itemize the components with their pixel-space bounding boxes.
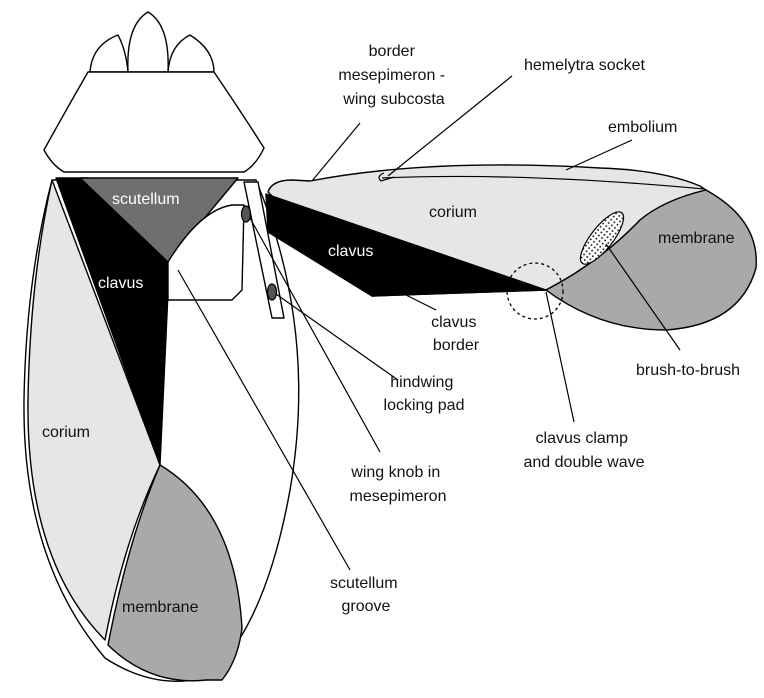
- insect-body: [24, 12, 299, 681]
- label-wing-corium: corium: [429, 204, 477, 221]
- callout-clavus-clamp: clavus clamp and double wave: [524, 430, 645, 471]
- label-body-scutellum: scutellum: [112, 191, 180, 208]
- leader-border-mesepimeron: [312, 123, 360, 181]
- pronotum: [44, 72, 264, 172]
- head-left-eye: [90, 35, 128, 72]
- callout-hindwing-locking-pad: hindwing locking pad: [384, 374, 465, 414]
- callout-wing-knob: wing knob in mesepimeron: [350, 464, 447, 505]
- label-wing-clavus: clavus: [328, 243, 373, 260]
- label-body-corium: corium: [42, 424, 90, 441]
- callout-hemelytra-socket: hemelytra socket: [524, 57, 645, 74]
- label-wing-membrane: membrane: [658, 230, 735, 247]
- callout-border-mesepimeron: border mesepimeron - wing subcosta: [338, 43, 449, 108]
- leader-clavus-clamp: [546, 292, 574, 422]
- head-center: [128, 12, 168, 72]
- callout-scutellum-groove: scutellum groove: [330, 575, 402, 615]
- wing-knob: [242, 206, 251, 222]
- leader-embolium: [566, 140, 632, 170]
- leader-clavus-border: [404, 294, 436, 310]
- hindwing-locking-pad: [268, 284, 277, 300]
- callout-brush-to-brush: brush-to-brush: [636, 362, 740, 379]
- head-right-eye: [168, 35, 214, 72]
- label-body-membrane: membrane: [122, 599, 199, 616]
- label-body-clavus: clavus: [98, 275, 143, 292]
- callout-embolium: embolium: [608, 119, 677, 136]
- callout-clavus-border: clavus border: [431, 314, 481, 354]
